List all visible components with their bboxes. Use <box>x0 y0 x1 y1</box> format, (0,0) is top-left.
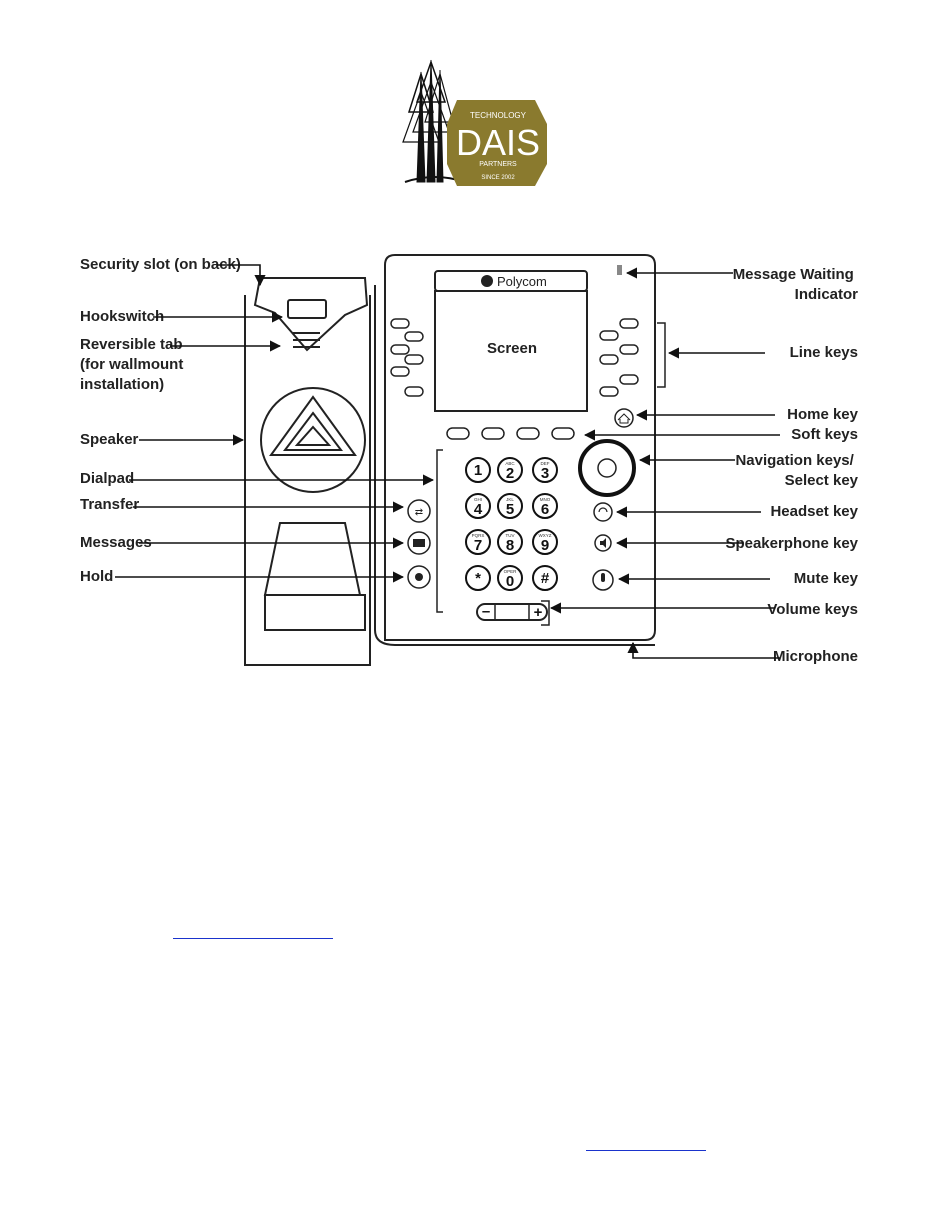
label-dialpad: Dialpad <box>80 470 134 487</box>
left-labels: Security slot (on back) Hookswitch Rever… <box>80 256 241 585</box>
dialpad-key-hash[interactable]: # <box>532 565 558 591</box>
leader-arrows <box>115 264 780 659</box>
label-speakerphone-key: Speakerphone key <box>725 535 858 552</box>
label-reversible-tab: Reversible tab (for wallmount installati… <box>80 336 188 393</box>
dialpad-key-letters: TUV <box>506 533 515 538</box>
polycom-logo-icon <box>481 275 493 287</box>
label-line-keys: Line keys <box>790 344 858 361</box>
home-icon <box>617 413 631 424</box>
label-mute-key: Mute key <box>794 570 859 587</box>
logo-bottom-line: PARTNERS <box>479 161 517 168</box>
speaker-grille <box>260 387 366 493</box>
label-headset-key: Headset key <box>770 503 858 520</box>
dialpad-key-letters: JKL <box>506 497 514 502</box>
label-security-slot: Security slot (on back) <box>80 256 241 273</box>
dialpad-key-number: 8 <box>506 537 514 554</box>
dialpad-key-number: 4 <box>474 501 483 518</box>
volume-down-icon: – <box>482 603 490 620</box>
dialpad-key-number: 2 <box>506 465 514 482</box>
brand-name: Polycom <box>497 274 547 289</box>
logo-badge <box>447 100 547 186</box>
home-key[interactable] <box>614 408 634 428</box>
redwood-trees-icon <box>402 59 466 183</box>
label-hookswitch: Hookswitch <box>80 308 164 325</box>
label-microphone: Microphone <box>773 648 858 665</box>
label-home-key: Home key <box>787 406 859 423</box>
speaker-icon <box>600 538 606 548</box>
volume-up-icon: + <box>534 604 543 621</box>
dialpad-key-number: # <box>541 570 550 587</box>
dialpad-key-letters: MNO <box>540 497 551 502</box>
label-message-waiting: Message Waiting Indicator <box>733 266 858 303</box>
dialpad-key-1[interactable]: 1 <box>465 457 491 483</box>
transfer-icon: ⇄ <box>415 507 423 518</box>
transfer-key[interactable] <box>407 499 431 523</box>
handset <box>244 277 371 666</box>
dialpad-key-number: 1 <box>474 462 482 479</box>
label-messages: Messages <box>80 534 152 551</box>
headset-icon <box>598 507 608 513</box>
screen-label: Screen <box>487 340 537 357</box>
dialpad-key-letters: OPER <box>504 569 518 574</box>
dialpad-key-letters: GHI <box>474 497 482 502</box>
envelope-icon <box>413 539 425 547</box>
dialpad-key-number: 3 <box>541 465 549 482</box>
dialpad-key-star[interactable]: * <box>465 565 491 591</box>
dialpad-key-letters: DEF <box>541 461 550 466</box>
hold-icon <box>415 573 423 581</box>
dialpad-key-number: 7 <box>474 537 482 554</box>
logo-name: DAIS <box>456 122 540 163</box>
headset-key[interactable] <box>593 502 613 522</box>
logo-since: SINCE 2002 <box>481 175 515 181</box>
dialpad-key-letters: ABC <box>505 461 515 466</box>
dialpad-key-number: 0 <box>506 573 514 590</box>
dialpad-key-number: 5 <box>506 501 514 518</box>
message-waiting-indicator <box>617 265 622 275</box>
logo-top-line: TECHNOLOGY <box>470 111 527 120</box>
select-key[interactable] <box>597 458 617 478</box>
label-hold: Hold <box>80 568 113 585</box>
dialpad-key-letters: WXYZ <box>539 533 552 538</box>
dialpad-key-number: 9 <box>541 537 549 554</box>
dialpad-key-letters: PQRS <box>472 533 485 538</box>
hookswitch <box>287 299 327 319</box>
label-volume-keys: Volume keys <box>767 601 858 618</box>
dialpad-key-number: * <box>475 570 481 587</box>
soft-keys[interactable] <box>446 427 575 440</box>
right-labels: Message Waiting Indicator Line keys Home… <box>725 266 858 665</box>
line-keys[interactable] <box>390 318 639 397</box>
label-soft-keys: Soft keys <box>791 426 858 443</box>
microphone-icon <box>601 573 605 582</box>
link-underline-1[interactable] <box>173 937 333 939</box>
phone-body <box>374 254 656 646</box>
link-underline-2[interactable] <box>586 1149 706 1151</box>
dialpad-key-number: 6 <box>541 501 549 518</box>
label-transfer: Transfer <box>80 496 139 513</box>
dais-logo: TECHNOLOGY DAIS PARTNERS SINCE 2002 <box>402 59 547 186</box>
label-speaker: Speaker <box>80 431 139 448</box>
label-navigation-keys: Navigation keys/ Select key <box>735 452 858 489</box>
